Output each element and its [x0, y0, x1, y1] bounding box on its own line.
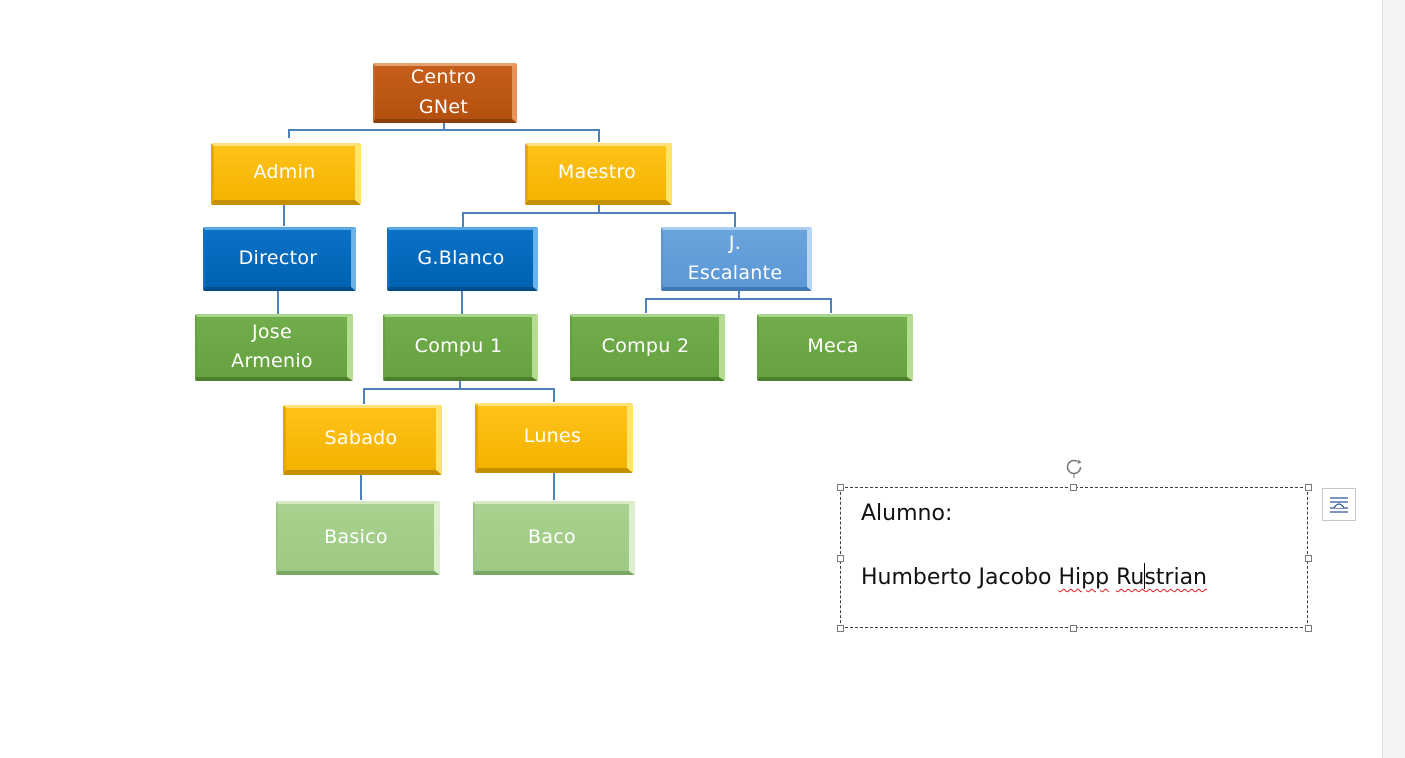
node-label: Maestro	[557, 161, 637, 184]
rotate-handle-icon[interactable]	[1063, 456, 1085, 478]
node-label: Director	[238, 246, 318, 269]
resize-handle-right[interactable]	[1305, 555, 1312, 562]
node-label: Compu 1	[414, 335, 503, 358]
resize-handle-bottom-left[interactable]	[837, 625, 844, 632]
node-director[interactable]: Director	[203, 227, 356, 291]
resize-handle-top-right[interactable]	[1305, 484, 1312, 491]
resize-handle-bottom[interactable]	[1070, 625, 1077, 632]
resize-handle-top[interactable]	[1070, 484, 1077, 491]
connector-maestro-children	[462, 203, 736, 227]
connector-compu1-children	[363, 380, 555, 404]
node-meca[interactable]: Meca	[757, 314, 913, 381]
node-label: Compu 2	[601, 335, 690, 358]
student-text-box[interactable]: Alumno: Humberto Jacobo Hipp Rustrian	[840, 487, 1308, 628]
resize-handle-bottom-right[interactable]	[1305, 625, 1312, 632]
connector-escalante-children	[645, 289, 832, 313]
node-compu-1[interactable]: Compu 1	[383, 314, 538, 381]
node-g-blanco[interactable]: G.Blanco	[387, 227, 538, 291]
spelling-flag-word-1[interactable]: Hipp	[1058, 565, 1110, 590]
text-cursor	[1144, 563, 1146, 589]
node-label: Centro GNet	[410, 66, 477, 118]
node-label: J. Escalante	[687, 232, 783, 284]
student-label: Alumno:	[861, 501, 953, 526]
node-basico[interactable]: Basico	[276, 501, 440, 575]
node-label: Lunes	[523, 425, 582, 448]
node-compu-2[interactable]: Compu 2	[570, 314, 725, 381]
node-maestro[interactable]: Maestro	[525, 143, 672, 205]
student-name-part-a: Ru	[1116, 565, 1145, 590]
layout-options-icon	[1330, 496, 1348, 513]
node-label: G.Blanco	[417, 246, 505, 269]
node-sabado[interactable]: Sabado	[283, 405, 442, 475]
node-label: Sabado	[324, 427, 398, 450]
node-label: Basico	[324, 525, 388, 548]
resize-handle-left[interactable]	[837, 555, 844, 562]
node-lunes[interactable]: Lunes	[475, 403, 633, 473]
node-baco[interactable]: Baco	[473, 501, 635, 575]
node-j-escalante[interactable]: J. Escalante	[661, 227, 812, 291]
layout-options-button[interactable]	[1322, 488, 1356, 521]
spelling-flag-word-2[interactable]: Rustrian	[1116, 563, 1207, 590]
node-label: Jose Armenio	[231, 320, 313, 372]
node-label: Meca	[807, 335, 859, 358]
node-jose-armenio[interactable]: Jose Armenio	[195, 314, 353, 381]
node-admin[interactable]: Admin	[211, 143, 361, 205]
connector-centro-children	[288, 121, 600, 142]
student-name-plain: Humberto Jacobo	[861, 565, 1059, 590]
node-centro-gnet[interactable]: Centro GNet	[373, 63, 517, 123]
student-name-part-b: strian	[1144, 565, 1207, 590]
node-label: Admin	[253, 161, 316, 184]
student-name[interactable]: Humberto Jacobo Hipp Rustrian	[861, 563, 1207, 590]
vertical-scrollbar[interactable]	[1382, 0, 1405, 758]
smartart-org-chart[interactable]: Centro GNet Admin Maestro Director G.Bla…	[0, 0, 960, 600]
resize-handle-top-left[interactable]	[837, 484, 844, 491]
node-label: Baco	[528, 525, 576, 548]
